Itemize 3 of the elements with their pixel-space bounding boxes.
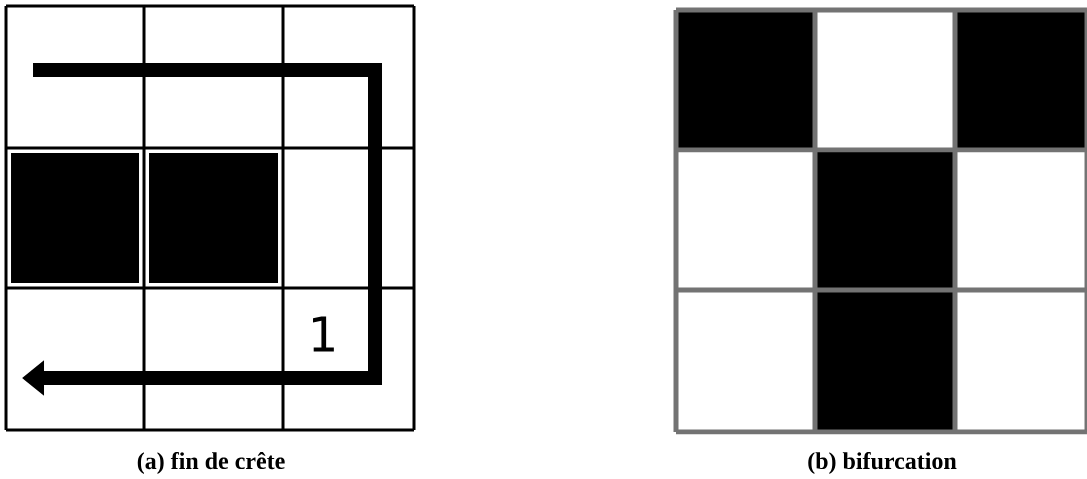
cell-number: 1 [313, 316, 334, 352]
caption: (b) bifurcation [808, 452, 957, 474]
caption: (a) fin de crête [137, 451, 285, 474]
